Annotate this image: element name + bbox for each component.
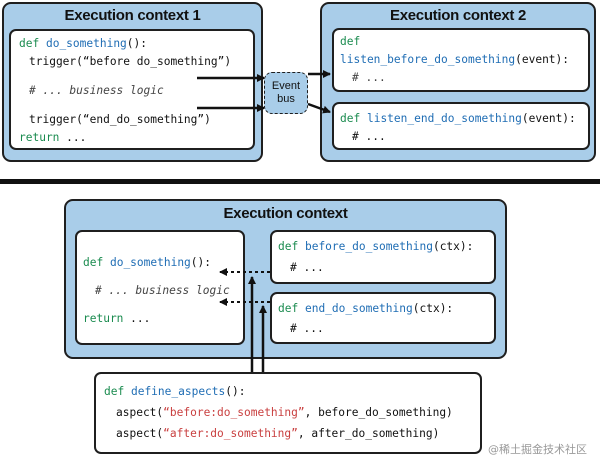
do-something-code-box-bottom: def do_something(): # ... business logic… [75, 230, 245, 345]
code-line-def: def listen_end_do_something(event): [340, 112, 576, 125]
string-literal: “after:do_something” [163, 427, 298, 440]
code-line-comment: # ... [352, 130, 386, 143]
code-line-def: def before_do_something(ctx): [278, 240, 474, 253]
code-line-listen-before: listen_before_do_something(event): [340, 53, 570, 66]
execution-context-2-title: Execution context 2 [389, 7, 526, 24]
function-name: before_do_something [304, 240, 433, 253]
execution-context-1-title: Execution context 1 [64, 7, 201, 24]
before-do-something-code-box: def before_do_something(ctx): # ... [270, 230, 496, 284]
function-name: listen_end_do_something [366, 112, 522, 125]
code-line-trigger-end: trigger(“end_do_something”) [29, 113, 211, 126]
code-line-return: return ... [19, 131, 87, 144]
code-line-aspect-before: aspect(“before:do_something”, before_do_… [116, 406, 453, 419]
string-literal: “before:do_something” [163, 406, 305, 419]
do-something-code-box: def do_something(): trigger(“before do_s… [9, 29, 255, 150]
event-bus-label-line2: bus [277, 93, 295, 105]
code-line-trigger-before: trigger(“before do_something”) [29, 55, 232, 68]
code-line-def: def do_something(): [83, 256, 212, 269]
section-divider [0, 179, 600, 184]
code-line-def: def end_do_something(ctx): [278, 302, 454, 315]
listen-before-code-box: def listen_before_do_something(event): #… [332, 28, 590, 92]
function-name: do_something [45, 37, 127, 50]
execution-context-title: Execution context [223, 205, 348, 222]
end-do-something-code-box: def end_do_something(ctx): # ... [270, 292, 496, 344]
define-aspects-code-box: def define_aspects(): aspect(“before:do_… [94, 372, 482, 454]
code-line-def: def do_something(): [19, 37, 148, 50]
top-arrows [197, 70, 331, 114]
code-line-aspect-after: aspect(“after:do_something”, after_do_so… [116, 427, 440, 440]
code-line-def: def [340, 35, 361, 48]
event-bus: Event bus [264, 72, 308, 114]
watermark: @稀土掘金技术社区 [488, 443, 587, 456]
code-line-def: def define_aspects(): [104, 385, 246, 398]
bottom-arrows [219, 268, 270, 374]
code-line-comment: # ... business logic [29, 84, 164, 97]
code-line-comment: # ... business logic [95, 284, 230, 297]
code-line-return: return ... [83, 312, 151, 325]
function-name: do_something [109, 256, 191, 269]
code-line-comment: # ... [352, 71, 386, 84]
listen-end-code-box: def listen_end_do_something(event): # ..… [332, 102, 590, 150]
function-name: listen_before_do_something [340, 53, 516, 66]
code-line-comment: # ... [290, 322, 324, 335]
keyword: def [19, 37, 40, 50]
code-line-comment: # ... [290, 261, 324, 274]
function-name: define_aspects [130, 385, 226, 398]
arrow-to-listen-end [307, 102, 331, 114]
event-bus-label-line1: Event [271, 80, 301, 92]
function-name: end_do_something [304, 302, 413, 315]
